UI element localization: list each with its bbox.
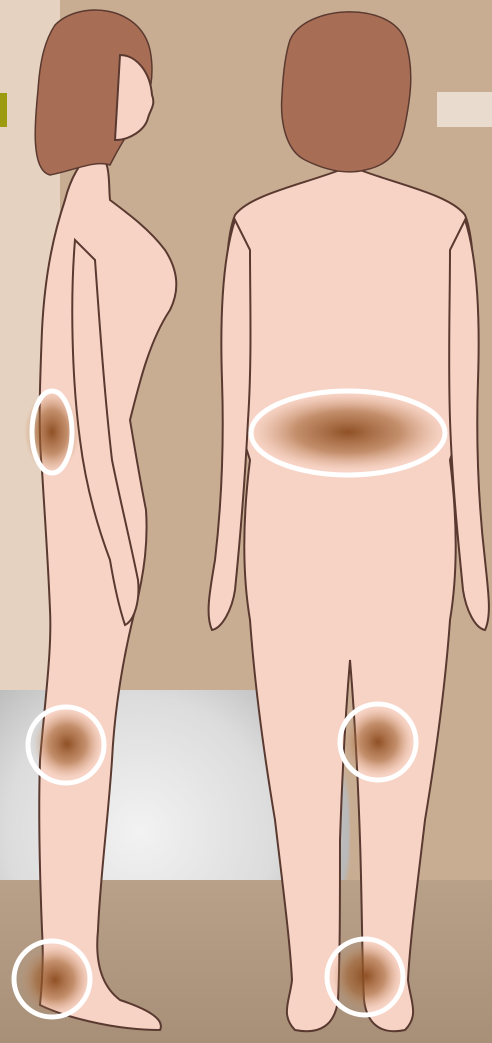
back-view-figure [209,12,489,1031]
side-view-body [39,150,176,1030]
back-knee-spot [344,708,412,776]
side-view-figure [35,10,176,1030]
back-view-hair [282,12,411,172]
back-lower-back-spot [253,394,443,470]
back-view-body [226,170,473,1031]
back-ankle-spot [332,942,400,1010]
side-knee-spot [33,710,101,778]
